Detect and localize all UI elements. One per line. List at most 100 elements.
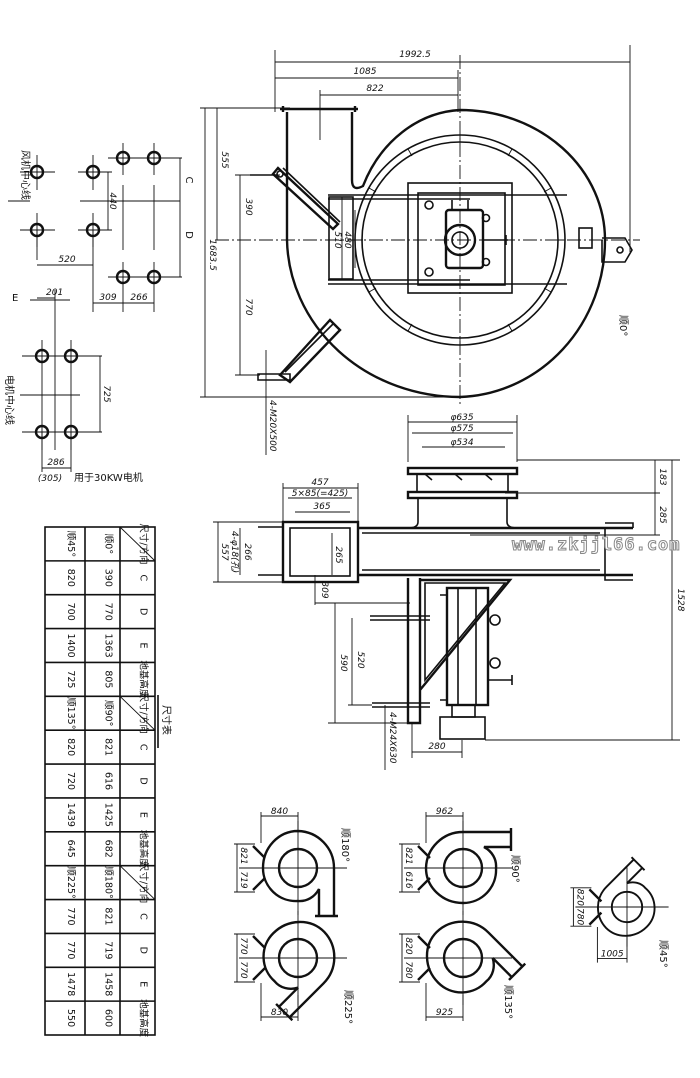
header-diagonal (119, 526, 156, 562)
dimension-lines (234, 933, 255, 983)
lug (601, 237, 633, 263)
motor-fittings (451, 200, 508, 245)
table-cell: 821 (103, 907, 114, 925)
table-cell: E (138, 643, 149, 649)
dim-d-label: D (183, 231, 194, 239)
table-cell: C (138, 913, 149, 920)
dim-266: 266 (130, 293, 147, 303)
rotation-label: 顺180° (339, 828, 351, 862)
bolt (424, 200, 434, 210)
support-legs (417, 935, 431, 981)
header-diagonal (119, 865, 156, 900)
dim-lower: 780 (574, 908, 584, 925)
dim-510: 510 (332, 231, 342, 248)
table-cell: 682 (103, 840, 114, 858)
support-brace (424, 582, 507, 683)
dimension-lines (399, 933, 420, 983)
dim-457: 457 (311, 478, 328, 488)
bolt-hole-group-fan: 440 C D 520 309 266 风机中心线 (8, 143, 194, 312)
table-cell: 尺寸/方向 (138, 693, 150, 734)
bracket (578, 227, 593, 249)
table-cell: C (138, 744, 149, 751)
inlet-cone (407, 473, 518, 529)
bolt-hole-group-motor: E 201 725 286 (305) 用于30KW电机 电机中心线 (3, 288, 143, 484)
table-cell: 645 (65, 840, 76, 858)
table-cell: 770 (65, 941, 76, 959)
inlet-flange-bottom (406, 490, 519, 500)
dim-770: 770 (243, 298, 253, 315)
volute-casing (261, 829, 338, 918)
horizontal-dimensions (274, 45, 631, 252)
table-cell: 770 (65, 907, 76, 925)
dimension-lines (260, 983, 299, 1021)
table-cell: E (138, 812, 149, 818)
dim-1528: 1528 (675, 589, 685, 612)
table-cell: 725 (65, 670, 76, 688)
centerlines (20, 290, 100, 450)
inlet-dimensions (407, 415, 518, 462)
dimension-lines (570, 887, 592, 927)
centerlines (215, 55, 640, 405)
support-bracket (406, 578, 513, 725)
table-cell: D (138, 608, 149, 615)
outlet-box (281, 520, 360, 584)
hole-spec: 4-φ18(孔) (229, 531, 240, 573)
volute-outline (262, 920, 336, 1022)
table-cell: 550 (65, 1009, 76, 1027)
motor-30kw-note: 用于30KW电机 (74, 471, 143, 484)
dim-520: 520 (355, 651, 365, 668)
dim-5x85: 5×85(=425) (292, 489, 348, 499)
motor-frame-inner (417, 192, 506, 286)
outlet-flange (280, 106, 358, 112)
header-diagonal (119, 696, 156, 731)
foundation-layout-plan: 440 C D 520 309 266 风机中心线 E 201 725 286 … (3, 143, 194, 484)
fan-top-view: 1992.5 1085 822 1683.5 555 390 770 480 5… (200, 45, 640, 455)
bolt-spec-m20: 4-M20X500 (267, 400, 277, 452)
dim-lower: 719 (238, 871, 248, 888)
table-cell: 1363 (103, 633, 114, 657)
centerlines (404, 911, 512, 1005)
table-cell: 820 (65, 738, 76, 756)
dimension-lines (596, 927, 628, 963)
table-cell: 1478 (65, 972, 76, 996)
table-title: 尺寸表 (160, 705, 173, 735)
dim-bottom: 1005 (601, 950, 624, 960)
dim-bottom: 830 (271, 1008, 288, 1018)
volute-casing (424, 828, 513, 905)
centerlines (575, 867, 669, 947)
support-legs (252, 935, 266, 981)
dim-265: 265 (333, 546, 343, 563)
motor-handle (488, 675, 513, 685)
table-cell: 地基高度 (138, 830, 150, 869)
table-cell: 顺0° (103, 534, 114, 554)
dim-upper: 770 (238, 937, 248, 954)
table-cell: 719 (103, 941, 114, 959)
table-cell: 1439 (65, 803, 76, 827)
centerlines (239, 911, 347, 1005)
bolt (481, 213, 491, 223)
support-leg-lower (257, 318, 342, 384)
outlet-bolts (258, 526, 283, 576)
fan-side-view: φ635 φ575 φ534 457 5×85(=425) 365 557 4-… (213, 413, 685, 770)
table-cell: 390 (103, 569, 114, 587)
dim-390: 390 (243, 198, 253, 215)
table-cell: 顺225° (65, 866, 76, 898)
watermark: www.zkjjl66.com (512, 535, 681, 555)
dim-822: 822 (366, 84, 383, 94)
table-cell: 顺180° (103, 866, 114, 898)
dimension-lines (425, 812, 464, 843)
bolt (424, 267, 434, 277)
dim-upper: 821 (403, 847, 413, 864)
dim-bottom: 925 (436, 1008, 453, 1018)
dimension-lines (399, 843, 420, 893)
table-border (44, 526, 156, 1036)
table-cell: 顺135° (65, 697, 76, 729)
dim-e-label: E (12, 293, 18, 304)
table-cell: 1458 (103, 972, 114, 996)
housing-band (358, 526, 633, 577)
dim-286: 286 (47, 458, 64, 468)
table-cell: 地基高度 (138, 660, 150, 699)
